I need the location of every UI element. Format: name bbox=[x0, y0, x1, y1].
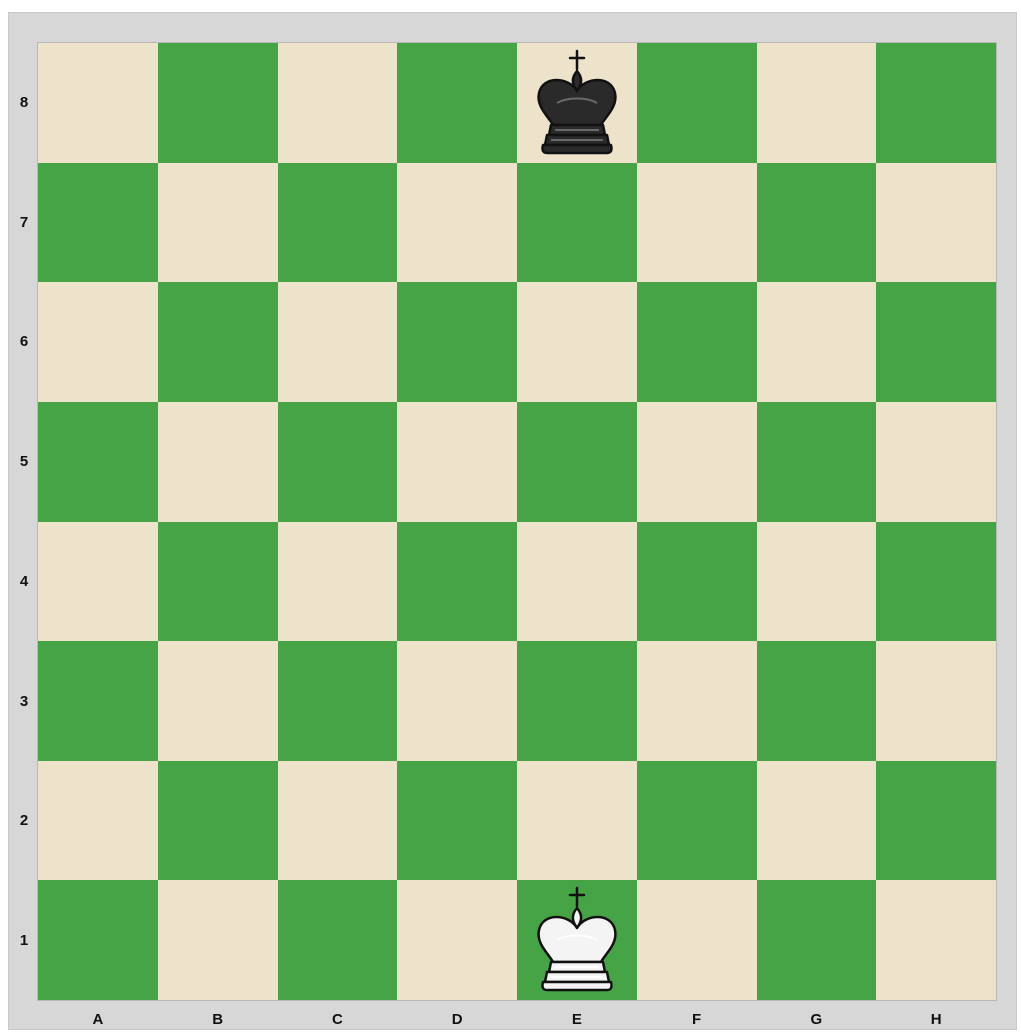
square-b7[interactable] bbox=[158, 163, 278, 283]
square-g6[interactable] bbox=[757, 282, 877, 402]
square-g5[interactable] bbox=[757, 402, 877, 522]
square-a7[interactable] bbox=[38, 163, 158, 283]
square-f1[interactable] bbox=[637, 880, 757, 1000]
square-e6[interactable] bbox=[517, 282, 637, 402]
file-label-f: F bbox=[637, 1011, 757, 1028]
file-label-e: E bbox=[517, 1011, 637, 1028]
square-h6[interactable] bbox=[876, 282, 996, 402]
file-label-g: G bbox=[757, 1011, 877, 1028]
square-e8[interactable] bbox=[517, 43, 637, 163]
square-g1[interactable] bbox=[757, 880, 877, 1000]
square-e2[interactable] bbox=[517, 761, 637, 881]
square-b1[interactable] bbox=[158, 880, 278, 1000]
rank-label-7: 7 bbox=[13, 214, 35, 231]
square-c7[interactable] bbox=[278, 163, 398, 283]
square-d2[interactable] bbox=[397, 761, 517, 881]
file-label-d: D bbox=[397, 1011, 517, 1028]
square-h5[interactable] bbox=[876, 402, 996, 522]
rank-label-1: 1 bbox=[13, 932, 35, 949]
rank-label-6: 6 bbox=[13, 333, 35, 350]
square-f6[interactable] bbox=[637, 282, 757, 402]
square-h7[interactable] bbox=[876, 163, 996, 283]
square-h3[interactable] bbox=[876, 641, 996, 761]
rank-label-4: 4 bbox=[13, 573, 35, 590]
square-f8[interactable] bbox=[637, 43, 757, 163]
square-g3[interactable] bbox=[757, 641, 877, 761]
square-d8[interactable] bbox=[397, 43, 517, 163]
square-c8[interactable] bbox=[278, 43, 398, 163]
square-f5[interactable] bbox=[637, 402, 757, 522]
square-g8[interactable] bbox=[757, 43, 877, 163]
square-d6[interactable] bbox=[397, 282, 517, 402]
square-h2[interactable] bbox=[876, 761, 996, 881]
square-g4[interactable] bbox=[757, 522, 877, 642]
square-d7[interactable] bbox=[397, 163, 517, 283]
square-c2[interactable] bbox=[278, 761, 398, 881]
square-a1[interactable] bbox=[38, 880, 158, 1000]
square-g2[interactable] bbox=[757, 761, 877, 881]
square-b8[interactable] bbox=[158, 43, 278, 163]
file-label-c: C bbox=[278, 1011, 398, 1028]
square-g7[interactable] bbox=[757, 163, 877, 283]
square-e5[interactable] bbox=[517, 402, 637, 522]
square-c3[interactable] bbox=[278, 641, 398, 761]
file-label-h: H bbox=[876, 1011, 996, 1028]
square-f7[interactable] bbox=[637, 163, 757, 283]
rank-label-8: 8 bbox=[13, 94, 35, 111]
square-a8[interactable] bbox=[38, 43, 158, 163]
square-e3[interactable] bbox=[517, 641, 637, 761]
rank-label-2: 2 bbox=[13, 812, 35, 829]
square-d1[interactable] bbox=[397, 880, 517, 1000]
square-a4[interactable] bbox=[38, 522, 158, 642]
file-label-a: A bbox=[38, 1011, 158, 1028]
square-a2[interactable] bbox=[38, 761, 158, 881]
square-c1[interactable] bbox=[278, 880, 398, 1000]
square-e7[interactable] bbox=[517, 163, 637, 283]
square-b2[interactable] bbox=[158, 761, 278, 881]
square-f2[interactable] bbox=[637, 761, 757, 881]
square-h8[interactable] bbox=[876, 43, 996, 163]
square-c4[interactable] bbox=[278, 522, 398, 642]
square-d4[interactable] bbox=[397, 522, 517, 642]
square-c6[interactable] bbox=[278, 282, 398, 402]
square-h4[interactable] bbox=[876, 522, 996, 642]
square-f3[interactable] bbox=[637, 641, 757, 761]
square-b6[interactable] bbox=[158, 282, 278, 402]
black-king-icon[interactable] bbox=[527, 47, 627, 159]
square-e1[interactable] bbox=[517, 880, 637, 1000]
square-d5[interactable] bbox=[397, 402, 517, 522]
white-king-icon[interactable] bbox=[527, 884, 627, 996]
square-f4[interactable] bbox=[637, 522, 757, 642]
square-e4[interactable] bbox=[517, 522, 637, 642]
square-a3[interactable] bbox=[38, 641, 158, 761]
square-b5[interactable] bbox=[158, 402, 278, 522]
square-b4[interactable] bbox=[158, 522, 278, 642]
square-d3[interactable] bbox=[397, 641, 517, 761]
square-a5[interactable] bbox=[38, 402, 158, 522]
square-b3[interactable] bbox=[158, 641, 278, 761]
chess-board[interactable] bbox=[38, 43, 996, 1000]
file-label-b: B bbox=[158, 1011, 278, 1028]
square-a6[interactable] bbox=[38, 282, 158, 402]
square-h1[interactable] bbox=[876, 880, 996, 1000]
rank-label-5: 5 bbox=[13, 453, 35, 470]
square-c5[interactable] bbox=[278, 402, 398, 522]
rank-label-3: 3 bbox=[13, 693, 35, 710]
